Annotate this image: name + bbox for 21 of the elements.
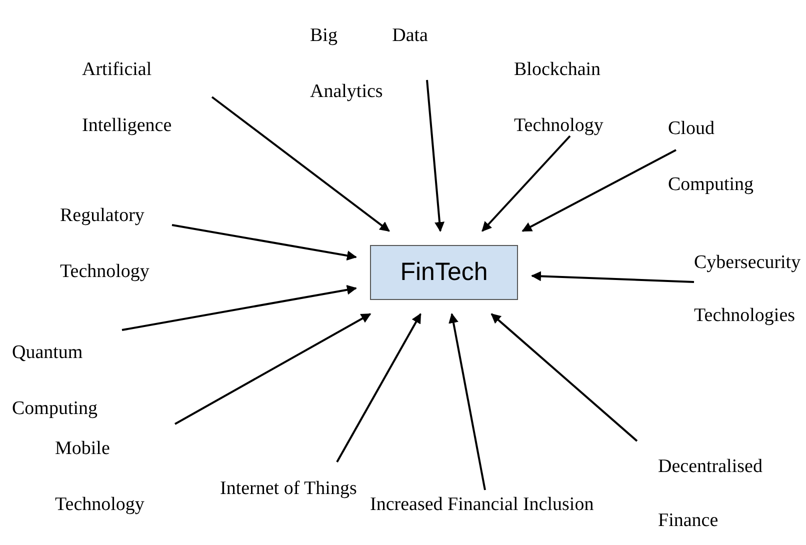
topic-label: Artificial Intelligence <box>82 42 210 136</box>
arrow <box>490 313 638 442</box>
arrow <box>336 313 422 462</box>
arrow <box>172 224 357 260</box>
topic-label: Mobile Technology <box>55 421 175 515</box>
topic-label: Regulatory Technology <box>60 188 180 282</box>
arrow <box>426 80 445 232</box>
topic-label: Cloud Computing <box>668 101 788 195</box>
topic-label: Increased Financial Inclusion <box>370 490 658 520</box>
topic-label: Quantum Computing <box>12 325 122 419</box>
topic-label: Big Data Analytics <box>310 8 428 102</box>
arrow <box>531 271 694 283</box>
arrow <box>482 135 571 232</box>
arrow <box>122 284 357 331</box>
arrow <box>522 149 676 232</box>
topic-label: Internet of Things <box>220 462 370 542</box>
topic-label: Blockchain Technology <box>514 42 634 136</box>
arrow <box>211 96 390 232</box>
arrow <box>448 313 486 490</box>
center-box: FinTech <box>370 245 518 300</box>
arrow <box>174 313 372 425</box>
